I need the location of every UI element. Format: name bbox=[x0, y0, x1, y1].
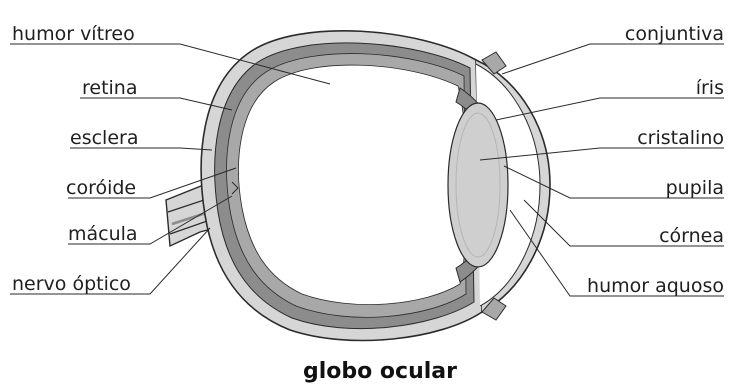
label-pupila: pupila bbox=[666, 177, 724, 199]
label-cornea: córnea bbox=[659, 225, 724, 247]
label-retina: retina bbox=[82, 77, 138, 99]
eyeball bbox=[201, 31, 482, 341]
anterior-segment bbox=[448, 52, 550, 320]
label-esclera: esclera bbox=[70, 127, 138, 149]
label-macula: mácula bbox=[68, 223, 138, 245]
label-coroide: coróide bbox=[66, 177, 136, 199]
label-humor-aquoso: humor aquoso bbox=[587, 275, 724, 297]
vitreous-humor bbox=[239, 65, 468, 305]
diagram-title: globo ocular bbox=[303, 359, 457, 384]
lens bbox=[448, 103, 508, 267]
label-humor-vitreo: humor vítreo bbox=[12, 23, 135, 45]
label-conjuntiva: conjuntiva bbox=[625, 23, 724, 45]
label-cristalino: cristalino bbox=[637, 127, 724, 149]
label-nervo-optico: nervo óptico bbox=[12, 273, 131, 295]
label-iris: íris bbox=[696, 77, 724, 99]
